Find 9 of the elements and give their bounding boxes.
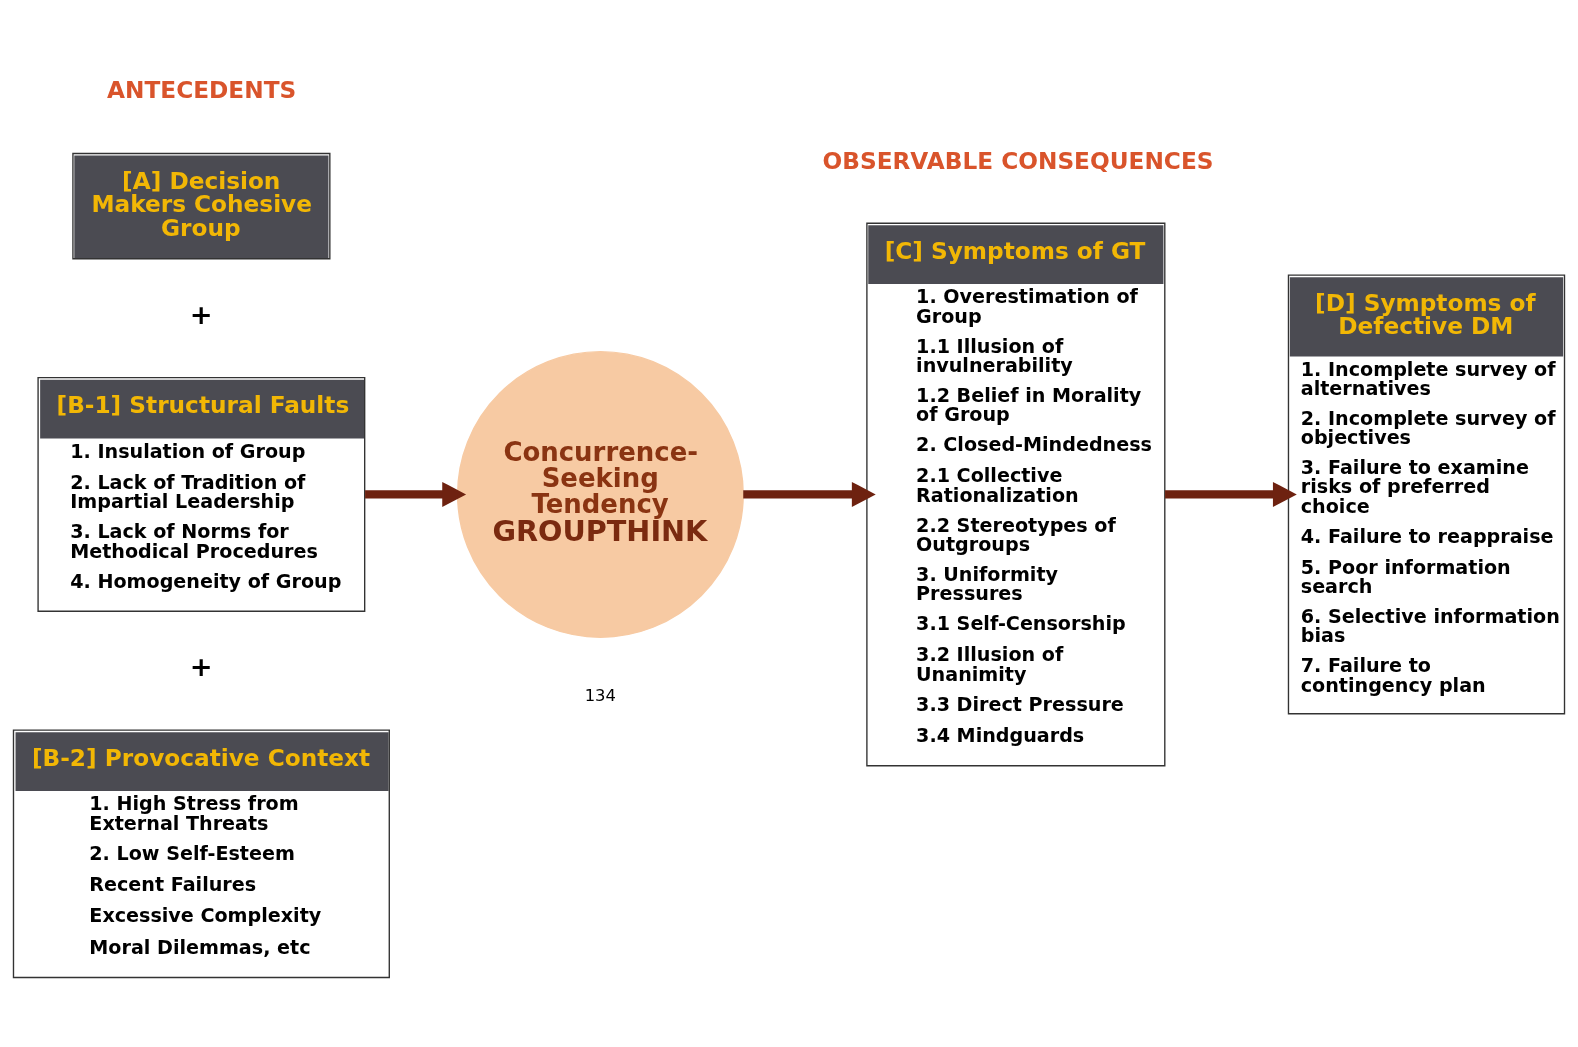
label: + xyxy=(189,651,213,683)
label: ANTECEDENTS xyxy=(107,76,297,104)
label: + xyxy=(189,298,213,330)
arrow xyxy=(365,481,467,507)
node-circle: Concurrence-Seeking Tendency GROUPTHINK xyxy=(456,350,744,638)
arrow xyxy=(743,481,876,507)
label: OBSERVABLE CONSEQUENCES xyxy=(822,147,1214,175)
label: 134 xyxy=(584,685,616,705)
arrow xyxy=(1165,481,1297,507)
